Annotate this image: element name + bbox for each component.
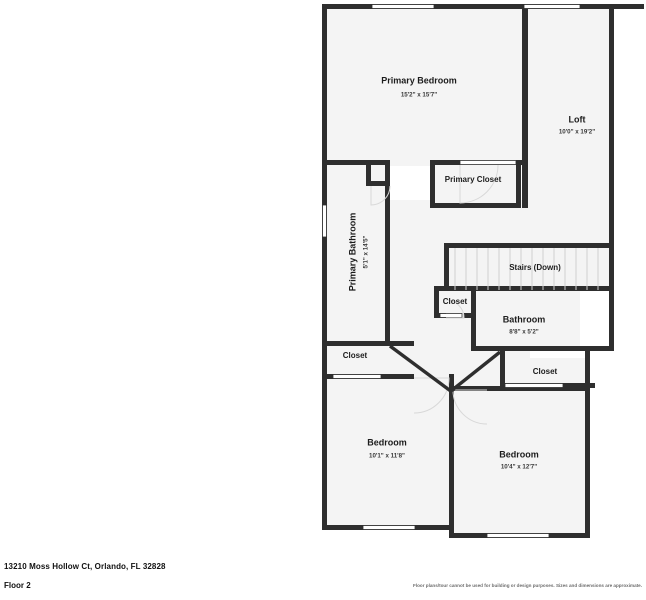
doors xyxy=(370,160,517,425)
wall-bedroom-right-exterior xyxy=(585,386,590,538)
property-address: 13210 Moss Hollow Ct, Orlando, FL 32828 xyxy=(4,562,166,571)
wall-primary-closet-bottom xyxy=(430,203,521,208)
window-bedroom-right-bottom xyxy=(486,533,550,538)
label-primary-closet: Primary Closet xyxy=(445,175,502,184)
label-stairs: Stairs (Down) xyxy=(509,263,561,272)
dims-primary-bathroom: 5'1" x 14'5" xyxy=(363,235,370,268)
wall-bedroom-loft-divider xyxy=(522,4,528,208)
windows xyxy=(322,4,581,538)
wall-bathroom-left xyxy=(471,286,476,350)
fill-closet-left xyxy=(327,344,413,378)
dims-bathroom: 8'8" x 5'2" xyxy=(509,329,539,336)
door-swing-bedroom-left xyxy=(413,377,450,414)
wall-closet-right-right xyxy=(585,346,590,388)
door-leaf-bedroom-left xyxy=(388,344,454,394)
door-swing-bedroom-right xyxy=(452,389,488,425)
wall-closet-uc-left xyxy=(434,286,439,318)
label-bedroom-left: Bedroom xyxy=(367,437,407,447)
door-swing-primary-closet xyxy=(459,164,499,204)
floor-plan-canvas[interactable]: Primary Bedroom 15'2" x 15'7" Loft 10'0"… xyxy=(0,0,646,552)
dims-primary-bedroom: 15'2" x 15'7" xyxy=(401,92,437,99)
window-bedroom-left-bottom xyxy=(362,525,416,530)
label-bedroom-right: Bedroom xyxy=(499,449,539,459)
wall-primary-bathroom-bottom xyxy=(322,341,390,346)
dims-bedroom-left: 10'1" x 11'8" xyxy=(369,453,405,460)
wall-closet-uc-bottom-right xyxy=(464,313,476,318)
label-primary-bedroom: Primary Bedroom xyxy=(381,75,457,85)
wall-bath-vestibule-top xyxy=(366,160,390,165)
fill-stairs xyxy=(444,246,614,288)
wall-primary-closet-left xyxy=(430,160,435,208)
dims-loft: 10'0" x 19'2" xyxy=(559,129,595,136)
wall-primary-bedroom-bottom-left xyxy=(322,160,368,165)
wall-primary-closet-right xyxy=(516,160,521,208)
wall-top-exterior xyxy=(322,4,614,9)
label-primary-bathroom: Primary Bathroom xyxy=(347,213,357,292)
floor-plan-drawing[interactable]: Primary Bedroom 15'2" x 15'7" Loft 10'0"… xyxy=(0,0,646,552)
door-swing-primary-bathroom xyxy=(370,185,391,206)
wall-closet-right-left xyxy=(500,346,505,388)
window-primary-bathroom-left xyxy=(322,204,327,238)
fill-bedroom-left xyxy=(327,378,454,528)
dims-bedroom-right: 10'4" x 12'7" xyxy=(501,464,537,471)
fill-bedroom-right xyxy=(453,390,585,538)
label-closet-upper-center: Closet xyxy=(443,297,468,306)
wall-vestibule-left xyxy=(366,160,371,186)
fill-loft xyxy=(528,8,614,248)
window-loft-top xyxy=(523,4,581,9)
wall-bedroom-right-left xyxy=(449,386,454,538)
window-closet-right-opening xyxy=(504,383,564,388)
window-closet-uc-opening xyxy=(439,313,463,318)
window-primary-bedroom-top xyxy=(371,4,435,9)
floor-label: Floor 2 xyxy=(4,581,31,590)
wall-primary-bathroom-right xyxy=(385,204,390,346)
label-closet-left: Closet xyxy=(343,351,368,360)
wall-bedroom-right-top xyxy=(449,386,590,391)
window-closet-left-opening xyxy=(332,374,382,379)
room-fills xyxy=(327,8,614,538)
footer: 13210 Moss Hollow Ct, Orlando, FL 32828 … xyxy=(0,552,646,600)
wall-bedroom-left-exterior xyxy=(322,374,327,530)
label-closet-right: Closet xyxy=(533,367,558,376)
wall-hall-stub-left xyxy=(390,341,414,346)
wall-bathroom-bottom xyxy=(471,346,614,351)
fill-bathroom xyxy=(470,288,580,350)
label-loft: Loft xyxy=(569,114,586,124)
wall-stairs-top xyxy=(444,243,614,248)
wall-left-exterior xyxy=(322,4,327,384)
door-swing-closet-uc xyxy=(445,299,465,319)
wall-right-exterior-loft xyxy=(609,4,614,250)
wall-primary-closet-top-right xyxy=(516,160,528,165)
wall-vestibule-bottom xyxy=(366,181,390,186)
room-labels: Primary Bedroom 15'2" x 15'7" Loft 10'0"… xyxy=(343,75,595,470)
door-leaf-bedroom-right xyxy=(449,350,502,393)
wall-stairs-left xyxy=(444,243,449,291)
disclaimer-text: Floor plans/tour cannot be used for buil… xyxy=(413,583,642,588)
wall-stairs-right-exterior xyxy=(609,243,614,351)
door-opening-primary-closet xyxy=(459,160,517,165)
wall-top-exterior-loft xyxy=(522,4,644,9)
label-bathroom: Bathroom xyxy=(503,314,546,324)
wall-primary-closet-top-left xyxy=(430,160,460,165)
stairs-treads xyxy=(454,248,599,290)
